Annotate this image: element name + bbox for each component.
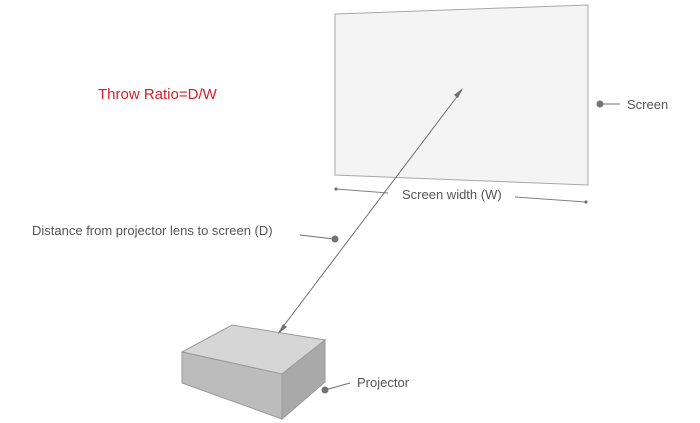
throw-ratio-title: Throw Ratio=D/W xyxy=(98,86,217,103)
projector-label: Projector xyxy=(357,375,410,390)
screen-panel xyxy=(334,4,589,186)
distance-label: Distance from projector lens to screen (… xyxy=(32,223,273,238)
screen-width-line-right xyxy=(514,196,587,203)
distance-callout-line xyxy=(299,234,335,240)
projector-callout-line xyxy=(324,382,351,391)
projection-distance-arrowhead-top xyxy=(454,88,463,98)
projector-callout-dot xyxy=(321,386,329,394)
screen-label: Screen xyxy=(627,97,669,112)
distance-callout-dot xyxy=(331,235,339,243)
projector-side-face xyxy=(281,338,326,421)
projector-body xyxy=(180,324,327,421)
screen-width-line-left xyxy=(335,188,389,194)
screen-callout-dot xyxy=(596,100,604,108)
screen-width-label: Screen width (W) xyxy=(402,187,502,202)
screen-width-right-endpoint xyxy=(584,200,588,204)
screen-width-left-endpoint xyxy=(334,187,338,191)
projection-distance-arrowhead-bottom xyxy=(278,324,287,334)
projection-distance-line xyxy=(278,89,463,333)
